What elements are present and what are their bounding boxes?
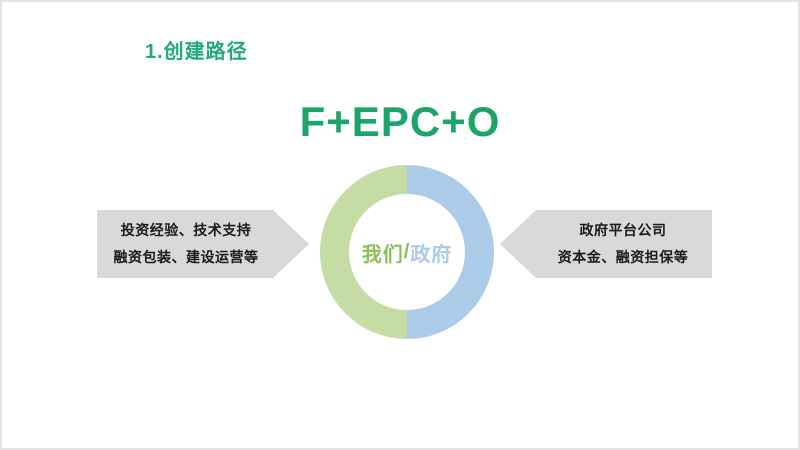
donut-label-separator: / [403,240,411,263]
donut-label-we: 我们 [361,243,404,266]
left-arrow-line1: 投资经验、技术支持 [120,222,252,238]
donut-ring: 我们 / 政府 [320,165,494,339]
right-arrow-line1: 政府平台公司 [579,222,667,238]
left-arrow-line2: 融资包装、建设运营等 [113,249,259,265]
right-arrow-shape: 政府平台公司 资本金、融资担保等 [500,210,712,278]
slide-title: 1.创建路径 [145,41,248,63]
right-arrow-line2: 资本金、融资担保等 [557,249,689,265]
donut-label: 我们 / 政府 [320,165,494,339]
donut-label-government: 政府 [410,243,453,266]
left-arrow-text: 投资经验、技术支持 融资包装、建设运营等 [97,217,309,271]
main-heading: F+EPC+O [299,98,501,145]
right-arrow-text: 政府平台公司 资本金、融资担保等 [500,217,712,271]
donut-hole [349,194,465,310]
left-arrow-shape: 投资经验、技术支持 融资包装、建设运营等 [97,210,309,278]
